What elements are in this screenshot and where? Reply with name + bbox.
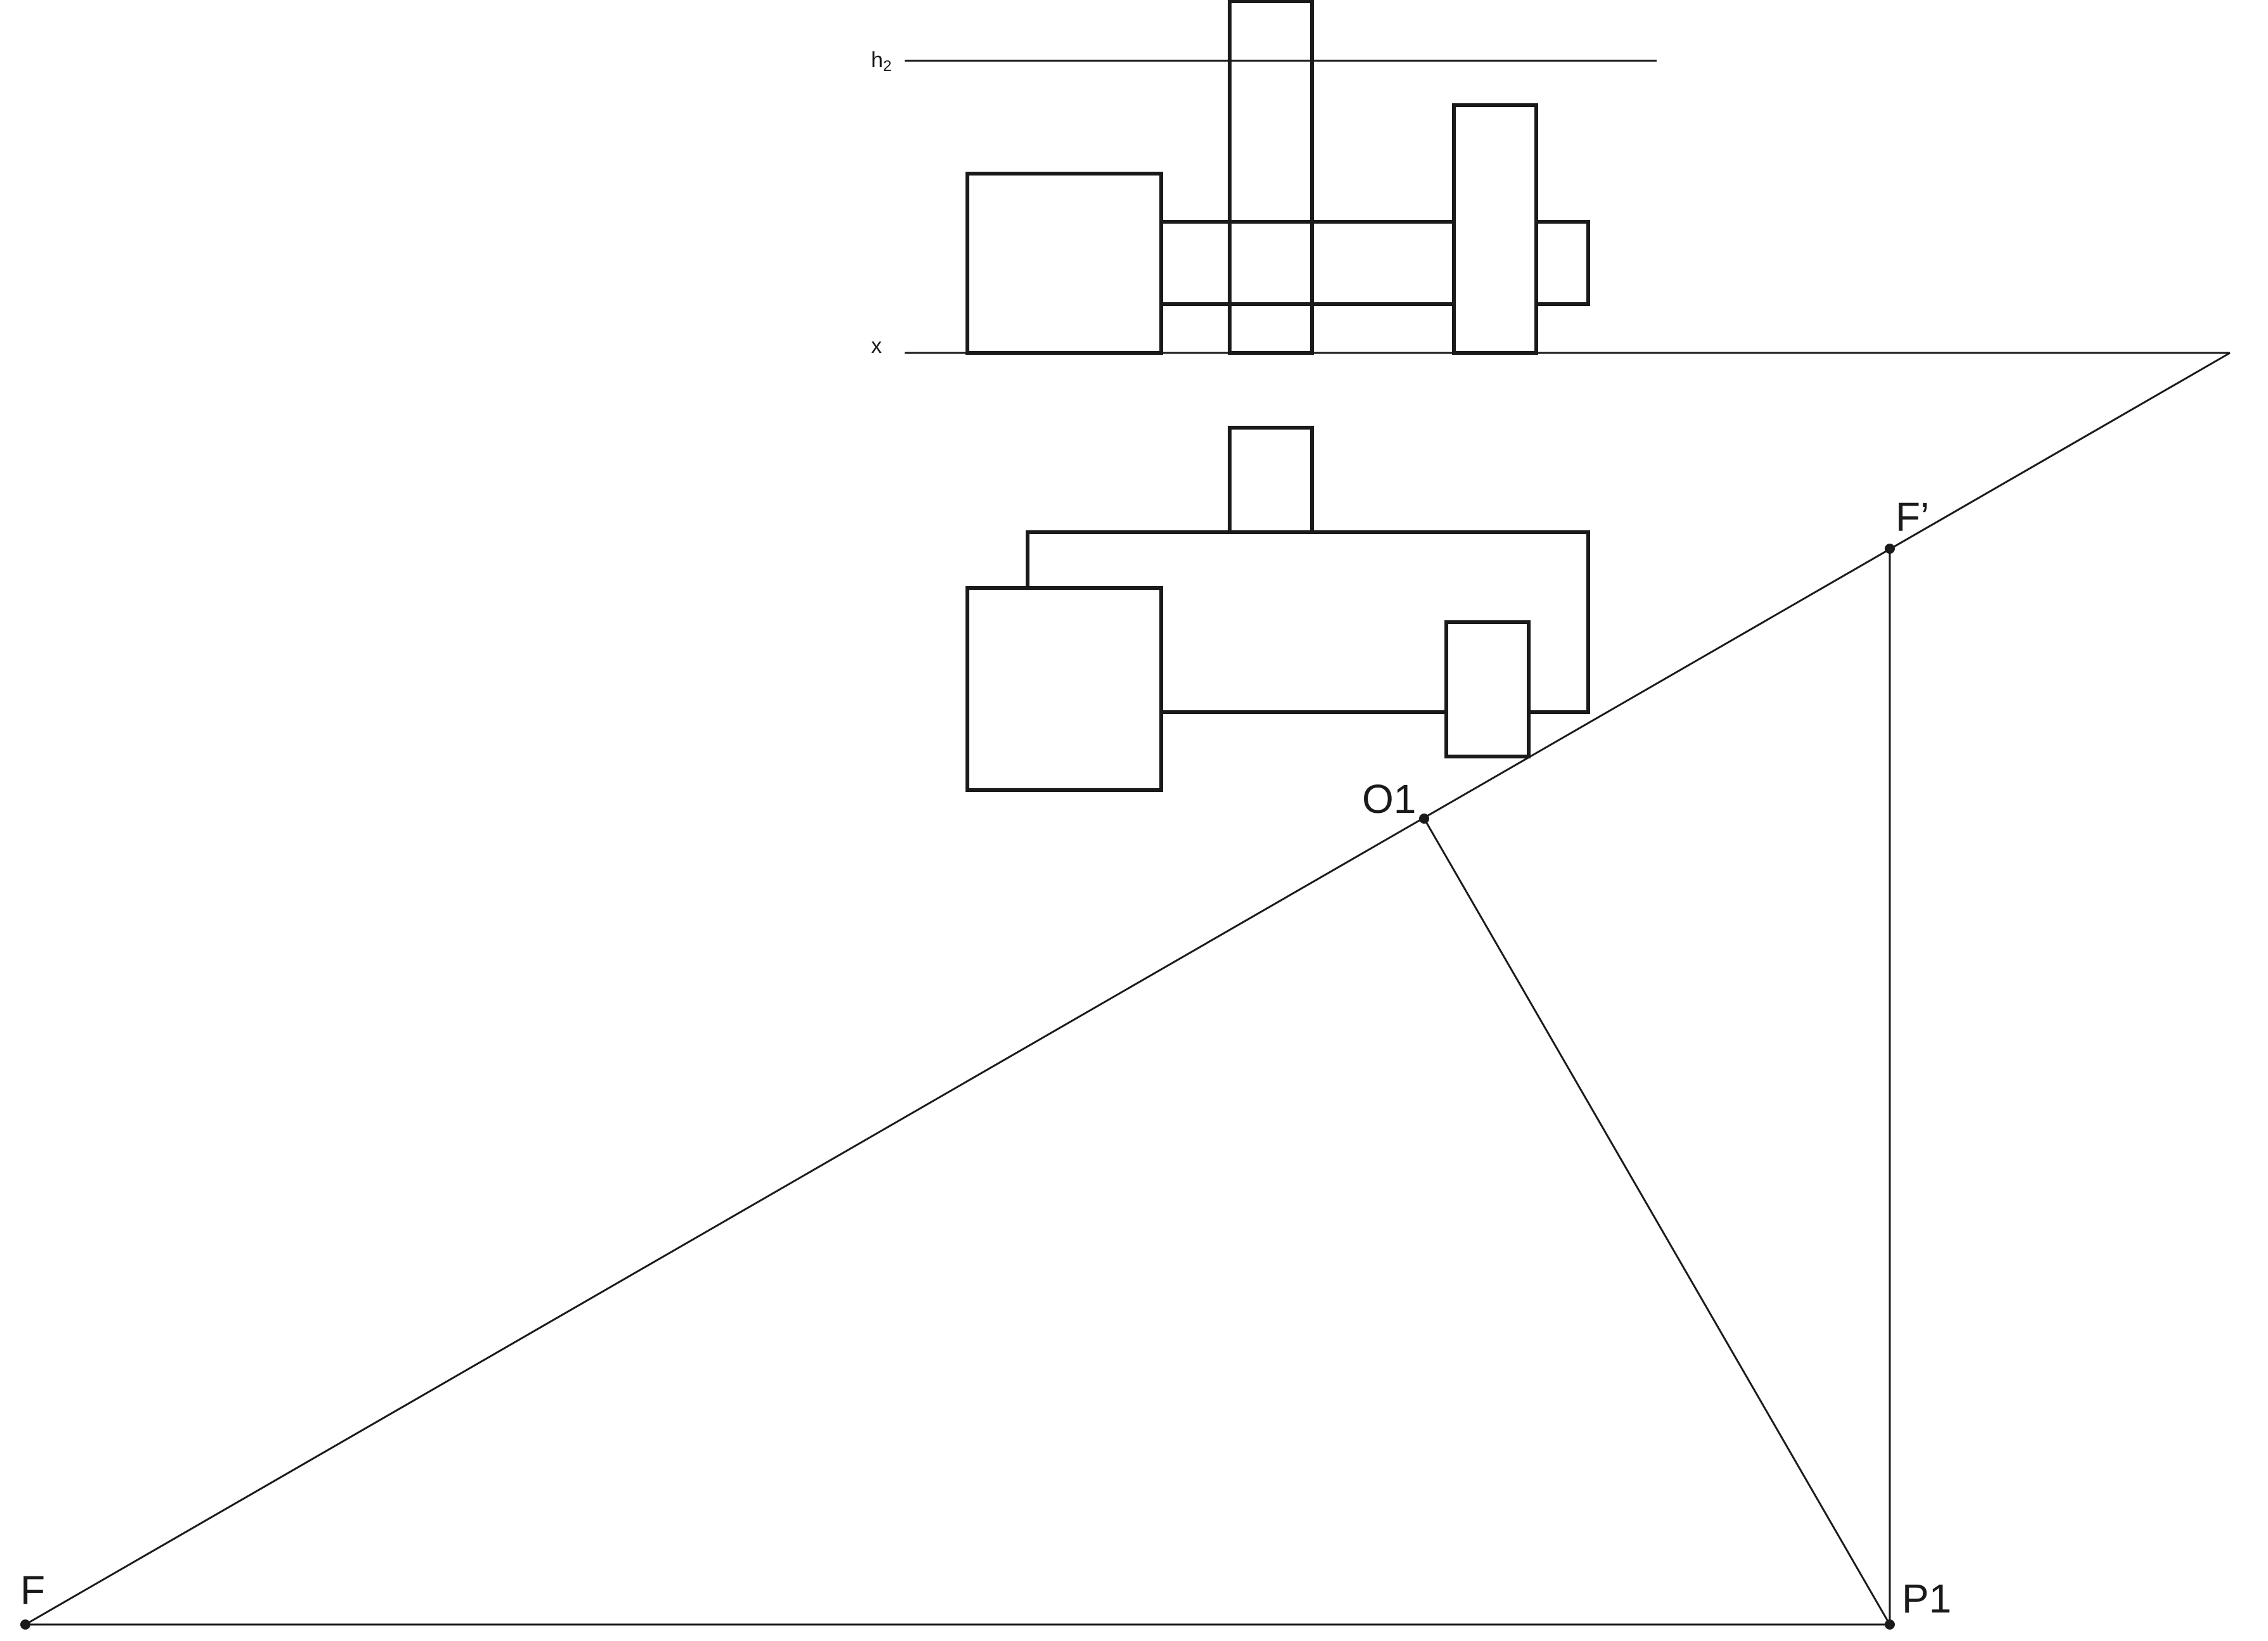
point-o1 <box>1419 814 1429 824</box>
plan-frame <box>1026 530 1590 714</box>
elevation-right-block <box>1452 103 1538 355</box>
point-p1 <box>1885 1619 1895 1630</box>
elevation-tall-post <box>1228 0 1314 355</box>
elevation-large-block <box>965 172 1163 355</box>
p1-label: P1 <box>1902 1576 1951 1621</box>
h2-label: h2 <box>871 48 891 75</box>
plan-large-block <box>965 586 1163 792</box>
plan-top-post <box>1228 426 1314 534</box>
line-f-to-x-end <box>25 352 2231 1626</box>
plan-view <box>965 426 1590 792</box>
h2-subscript: 2 <box>883 58 891 75</box>
plan-small-block <box>1444 620 1531 758</box>
x-label: x <box>871 334 882 358</box>
point-f <box>20 1619 30 1630</box>
elevation-small-end-block <box>1534 220 1590 306</box>
construction-lines <box>25 352 2231 1626</box>
o1-label: O1 <box>1362 776 1416 822</box>
point-f-prime <box>1885 544 1895 554</box>
elevation-beam <box>1159 220 1456 306</box>
f-label: F <box>20 1568 45 1613</box>
elevation-view <box>965 0 1590 355</box>
f-prime-label: F’ <box>1895 494 1929 540</box>
line-o1-to-p1 <box>1423 818 1891 1625</box>
